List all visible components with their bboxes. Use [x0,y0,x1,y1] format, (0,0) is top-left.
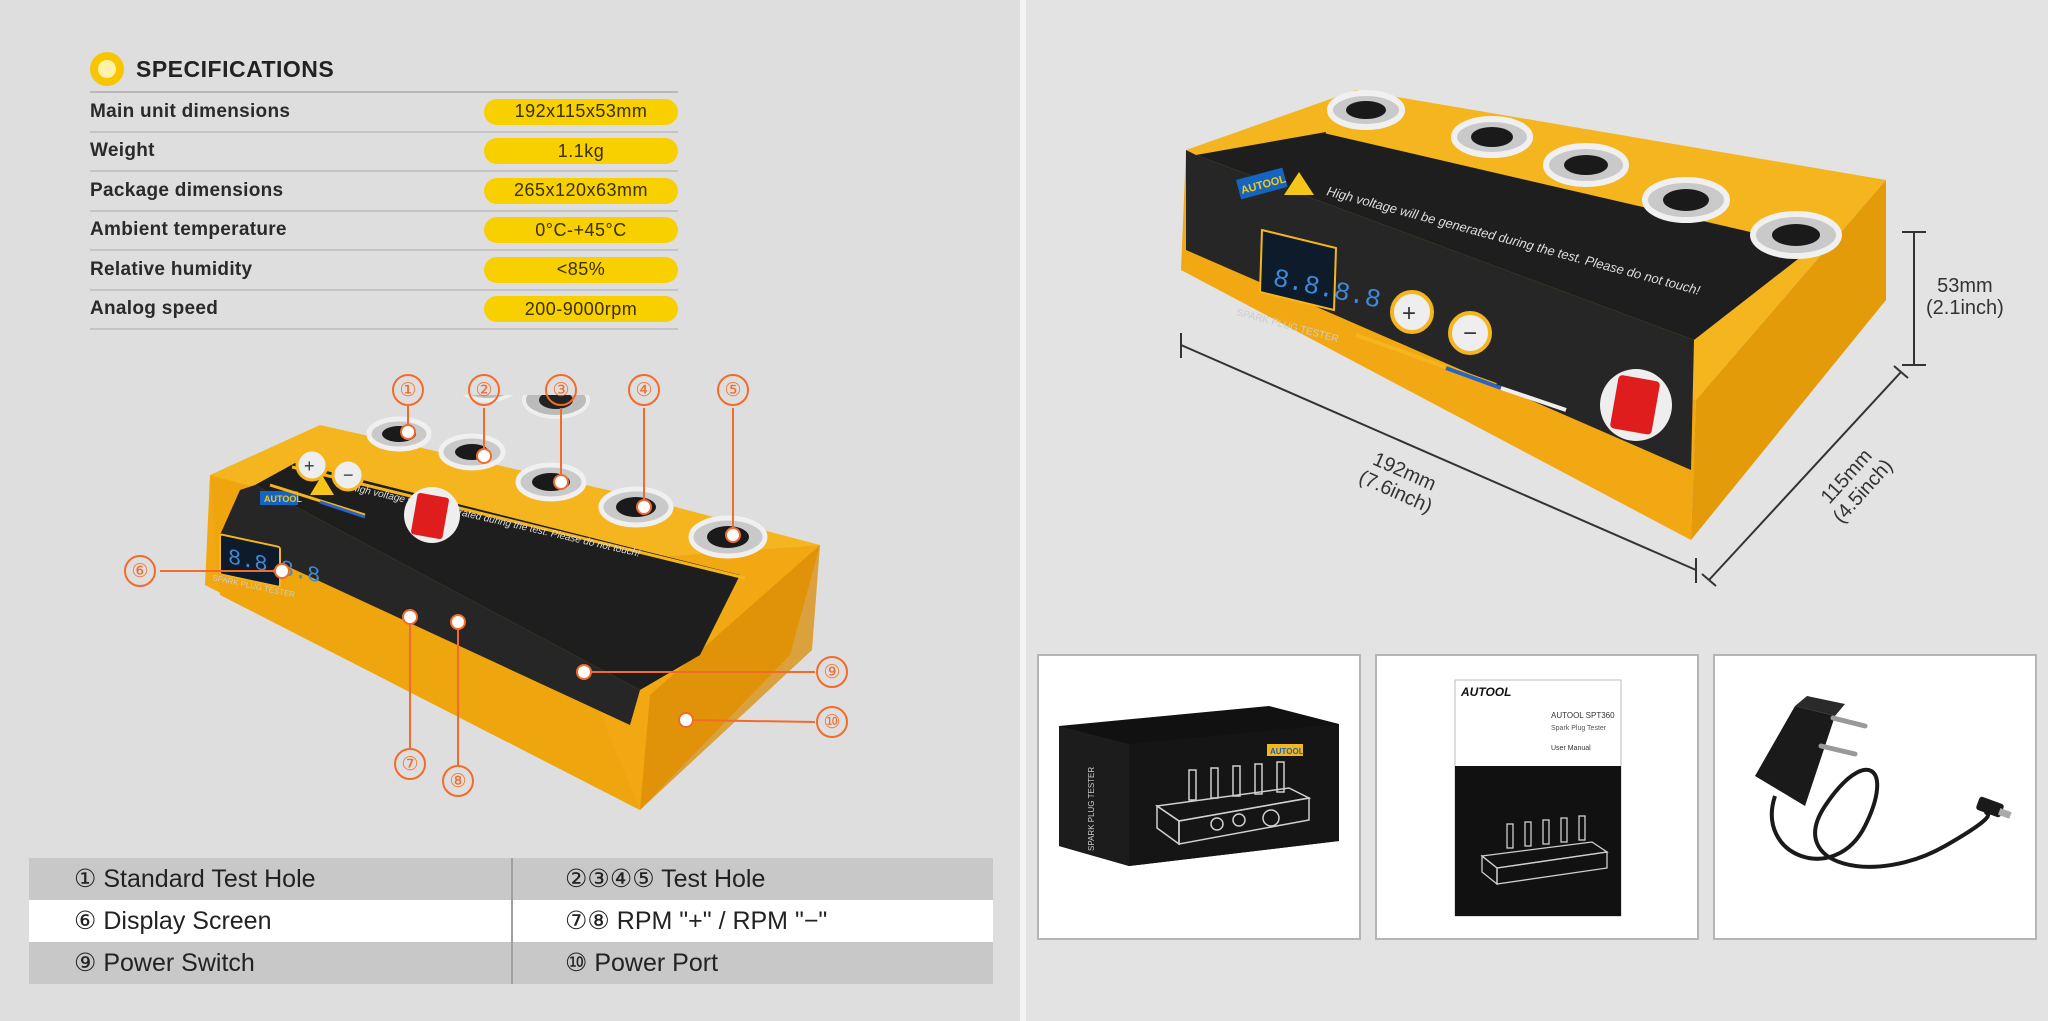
specifications-heading: SPECIFICATIONS [90,52,334,86]
spec-row: Weight 1.1kg [90,133,678,172]
height-mm: 53mm [1937,275,1993,297]
callout-10: ⑩ [816,706,848,738]
bullet-icon [90,52,124,86]
panel-divider [1020,0,1026,1021]
legend-cell: ⑩ Power Port [511,942,993,984]
right-panel: 8.8.8.8 + − AUTOOL High voltage will be … [1026,0,2048,1021]
manual-title: AUTOOL SPT360 [1551,711,1615,720]
spec-value: 0°C-+45°C [484,217,678,244]
spec-label: Relative humidity [90,258,253,280]
callout-4: ④ [628,374,660,406]
dimension-illustration: 8.8.8.8 + − AUTOOL High voltage will be … [1180,90,1926,587]
spec-row: Ambient temperature 0°C-+45°C [90,212,678,251]
test-holes-layer [160,406,816,765]
legend-row: ⑨ Power Switch ⑩ Power Port [29,942,993,984]
spec-label: Analog speed [90,298,219,320]
box-side-label: SPARK PLUG TESTER [1087,767,1096,851]
parts-legend-table: ① Standard Test Hole ②③④⑤ Test Hole ⑥ Di… [29,858,993,984]
manual-doc: User Manual [1551,745,1591,752]
spec-label: Ambient temperature [90,219,287,241]
spec-value: 265x120x63mm [484,177,678,204]
spark-plug-tester-illustration: AUTOOL High voltage will be generated du… [205,395,820,810]
svg-text:−: − [1463,320,1477,347]
spec-label: Main unit dimensions [90,100,291,122]
spec-row: Package dimensions 265x120x63mm [90,172,678,212]
spec-row: Main unit dimensions 192x115x53mm [90,93,678,133]
legend-cell: ⑨ Power Switch [74,949,255,977]
specifications-title: SPECIFICATIONS [136,55,335,82]
spec-row: Analog speed 200-9000rpm [90,291,678,330]
legend-cell: ⑥ Display Screen [74,907,272,935]
user-manual-photo: AUTOOL AUTOOL SPT360 Spark Plug Tester U… [1375,654,1699,940]
manual-subtitle: Spark Plug Tester [1551,725,1607,732]
callout-8: ⑧ [442,765,474,797]
svg-text:+: + [1402,300,1416,327]
height-inch: (2.1inch) [1926,297,2004,319]
callout-9: ⑨ [816,656,848,688]
spec-label: Package dimensions [90,179,284,201]
callout-7: ⑦ [394,748,426,780]
legend-row: ⑥ Display Screen ⑦⑧ RPM "+" / RPM "−" [29,900,993,942]
box-brand: AUTOOL [1270,747,1304,756]
callout-6: ⑥ [124,555,156,587]
legend-row: ① Standard Test Hole ②③④⑤ Test Hole [29,858,993,900]
spec-value: 192x115x53mm [484,98,678,125]
height-dimension: 53mm (2.1inch) [1926,275,2004,319]
callout-1: ① [392,374,424,406]
svg-text:+: + [304,456,315,476]
legend-cell: ① Standard Test Hole [74,865,316,893]
spec-row: Relative humidity <85% [90,251,678,291]
left-panel: SPECIFICATIONS Main unit dimensions 192x1… [0,0,1020,1021]
legend-cell: ②③④⑤ Test Hole [511,858,993,900]
spec-value: <85% [484,256,678,283]
spec-value: 1.1kg [484,138,678,165]
svg-text:−: − [343,465,354,485]
spec-value: 200-9000rpm [484,296,678,323]
callout-3: ③ [545,374,577,406]
callout-2: ② [468,374,500,406]
manual-brand: AUTOOL [1460,685,1511,699]
power-adapter-photo [1713,654,2037,940]
device-brand: AUTOOL [264,494,302,504]
package-box-photo: AUTOOL SPARK PLUG TESTER [1037,654,1361,940]
spec-label: Weight [90,140,155,162]
callout-5: ⑤ [717,374,749,406]
legend-cell: ⑦⑧ RPM "+" / RPM "−" [511,900,993,942]
specifications-table: Main unit dimensions 192x115x53mm Weight 1… [90,91,678,330]
